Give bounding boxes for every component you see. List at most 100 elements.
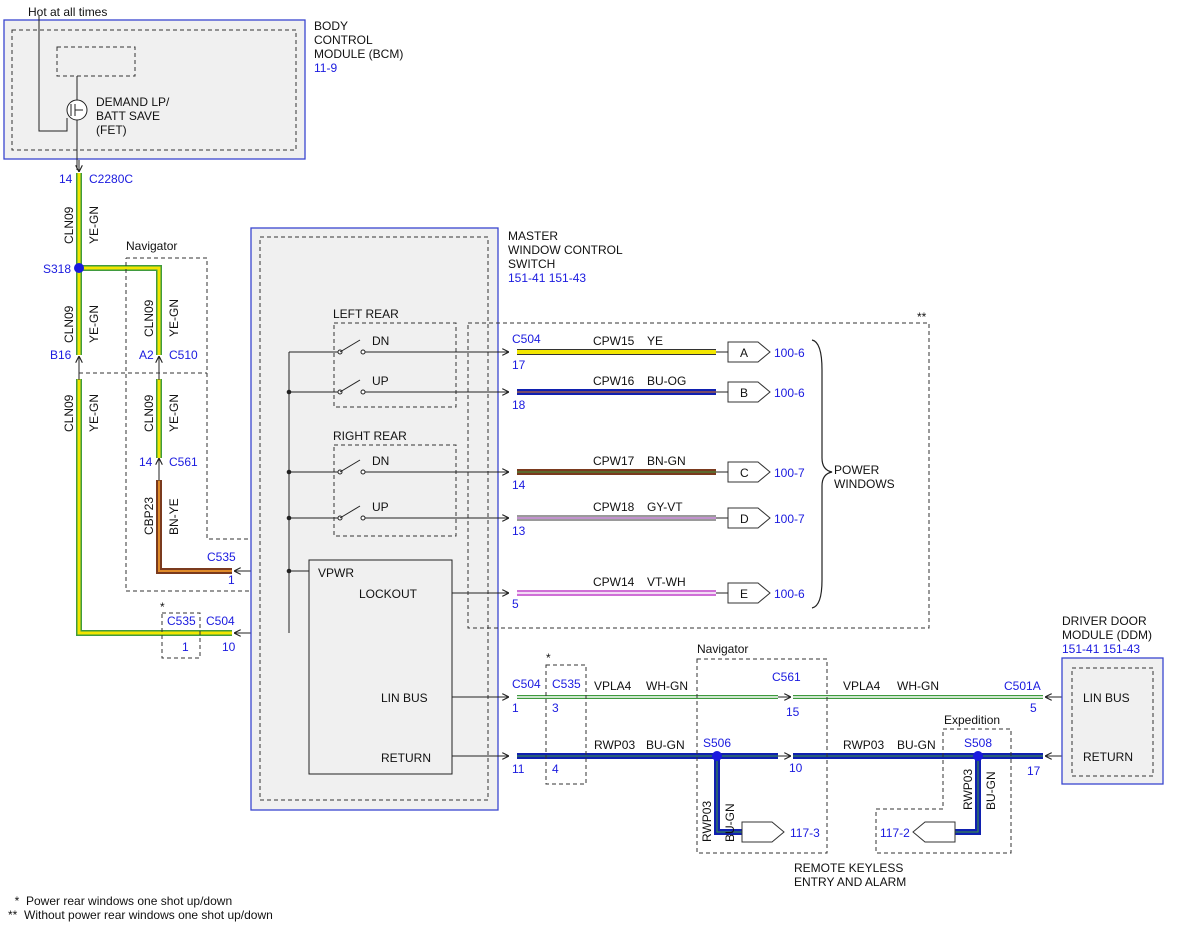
c535-top-label: C535 [207,550,236,564]
power-windows-section: ** C504 17 CPW15 YE A 100-6 18 CPW16 BU-… [467,310,930,629]
flag-117-3 [741,821,785,843]
pw-row-3-pin: 14 [512,478,526,492]
yegn-label-3: YE-GN [87,394,101,432]
c510-label: C510 [169,348,198,362]
mwcs-refs: 151-41 151-43 [508,271,586,285]
pw-row-3-color: BN-GN [647,454,686,468]
pw-row-3-circuit: CPW17 [593,454,635,468]
cln09-label-2: CLN09 [62,305,76,343]
ddm-title-1: DRIVER DOOR [1062,614,1147,628]
bnye-label: BN-YE [167,498,181,535]
a2-label: A2 [139,348,154,362]
fet-label-1: DEMAND LP/ [96,95,170,109]
c2280c-pin: 14 [59,172,73,186]
cbp23-label: CBP23 [142,497,156,535]
c561-left-label: C561 [169,455,198,469]
vpla4-label-1: VPLA4 [594,679,632,693]
ddm-lin-bus: LIN BUS [1083,691,1130,705]
whgn-label-2: WH-GN [897,679,939,693]
c561-bus-label: C561 [772,670,801,684]
pw-row-2-ref: 100-6 [774,386,805,400]
splice-s508 [973,751,983,761]
pw-row-4-color: GY-VT [647,500,683,514]
power-windows-label-2: WINDOWS [834,477,895,491]
pw-row-3-ref: 100-7 [774,466,805,480]
bugn-vert-2: BU-GN [984,771,998,810]
ddm-return: RETURN [1083,750,1133,764]
s318-label: S318 [43,262,71,276]
c504-left-pin: 10 [222,640,236,654]
footnotes: * Power rear windows one shot up/down **… [8,894,273,922]
switch-right-rear-up: UP [289,500,509,520]
c501a-pin-lin: 5 [1030,701,1037,715]
c535-bus-label: C535 [552,677,581,691]
c504-pw-label: C504 [512,332,541,346]
dn-label-2: DN [372,454,389,468]
lockout-label: LOCKOUT [359,587,418,601]
bcm-title-3: MODULE (BCM) [314,47,403,61]
c504-left-label: C504 [206,614,235,628]
pw-row-5-flag: E [740,587,748,601]
bugn-label-1: BU-GN [646,738,685,752]
fet-symbol [66,76,88,170]
whgn-label-1: WH-GN [646,679,688,693]
c535-bus-star: * [546,651,551,665]
rwp03-label-2: RWP03 [843,738,884,752]
footnote-2: ** Without power rear windows one shot u… [8,908,273,922]
pw-row-5-pin: 5 [512,597,519,611]
right-rear-label: RIGHT REAR [333,429,407,443]
yegn-label-1: YE-GN [87,206,101,244]
pw-row-2-flag: B [740,386,748,400]
c501a-pin-ret: 17 [1027,764,1041,778]
c535-pin-lin: 3 [552,701,559,715]
pw-row-2-circuit: CPW16 [593,374,635,388]
c2280c-label: C2280C [89,172,133,186]
c504-bus-label: C504 [512,677,541,691]
rwp03-vert-2: RWP03 [961,769,975,810]
bugn-label-2: BU-GN [897,738,936,752]
s506-label: S506 [703,736,731,750]
power-windows-label-1: POWER [834,463,880,477]
up-label-1: UP [372,374,389,388]
s508-label: S508 [964,736,992,750]
expedition-label: Expedition [944,713,1000,727]
pw-row-5-circuit: CPW14 [593,575,635,589]
flag-117-2 [912,821,956,843]
pw-row-3-flag: C [740,466,749,480]
c561-pin-ret: 10 [789,761,803,775]
rke-label-2: ENTRY AND ALARM [794,875,906,889]
mwcs-title-1: MASTER [508,229,558,243]
pw-row-1-flag: A [740,346,748,360]
switch-right-rear-dn: DN [289,454,509,474]
c535-mid-star: * [160,600,165,614]
yegn-label-4: YE-GN [167,299,181,337]
fet-label-2: BATT SAVE [96,109,160,123]
bcm-title-2: CONTROL [314,33,373,47]
pw-row-1-pin: 17 [512,358,526,372]
pw-row-2-color: BU-OG [647,374,686,388]
bcm-ref: 11-9 [314,61,337,75]
cln09-label-5: CLN09 [142,394,156,432]
pw-row-4-circuit: CPW18 [593,500,635,514]
lin-bus-label: LIN BUS [381,691,428,705]
up-label-2: UP [372,500,389,514]
splice-s506 [712,751,722,761]
rwp03-vert-1: RWP03 [700,801,714,842]
driver-door-module: DRIVER DOOR MODULE (DDM) 151-41 151-43 L… [1061,614,1164,785]
bcm-module: BODY CONTROL MODULE (BCM) 11-9 DEMAND LP… [3,5,403,170]
c501a-label: C501A [1004,679,1041,693]
pw-row-4-flag: D [740,512,749,526]
c535-mid-pin: 1 [182,640,189,654]
footnote-1: * Power rear windows one shot up/down [8,894,232,908]
switch-left-rear-dn: DN [289,334,509,354]
dn-label-1: DN [372,334,389,348]
pw-row-2-pin: 18 [512,398,526,412]
pw-row-1-ref: 100-6 [774,346,805,360]
master-window-control-switch: MASTER WINDOW CONTROL SWITCH 151-41 151-… [250,227,623,811]
return-label: RETURN [381,751,431,765]
pw-row-5-color: VT-WH [647,575,686,589]
lin-return-section: 117-3 117-2 C504 1 11 * C535 3 4 VPLA4 W… [512,642,1072,889]
double-star: ** [917,310,927,324]
pw-row-4-pin: 13 [512,524,526,538]
